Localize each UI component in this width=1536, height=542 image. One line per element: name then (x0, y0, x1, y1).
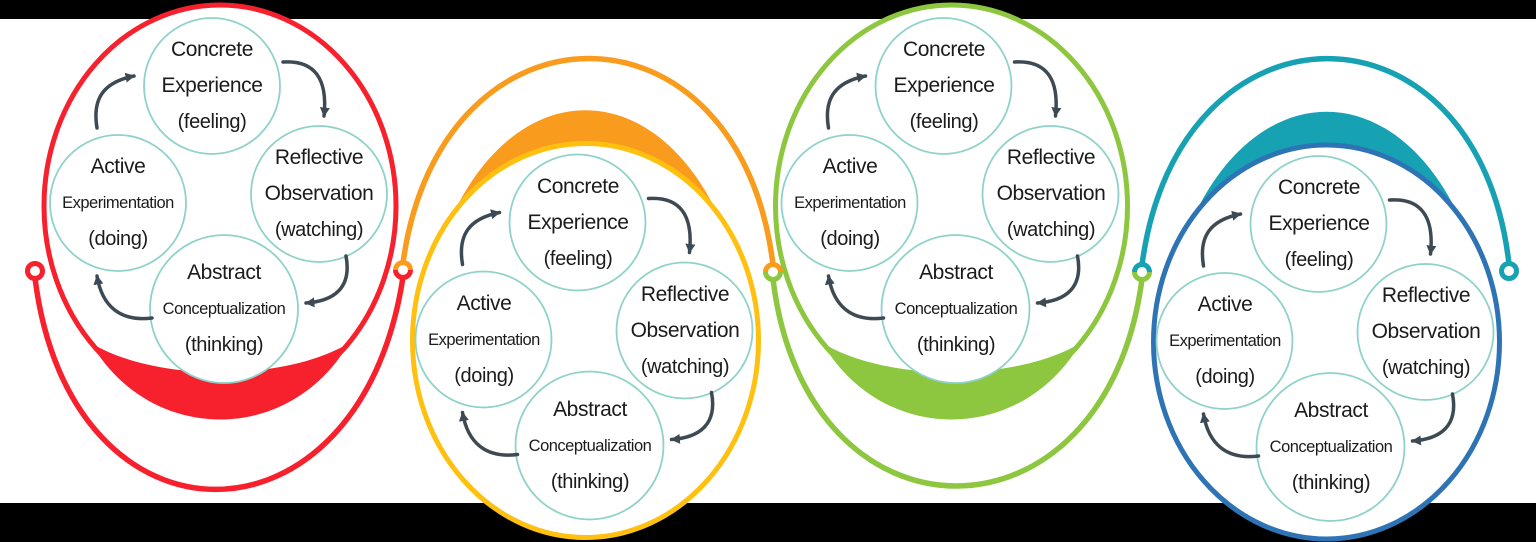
connector-ring-1 (25, 261, 45, 281)
cycle-2-node-abstract-conceptualization (514, 370, 665, 521)
arrow-ac-to-ae (1199, 412, 1261, 459)
arrow-ro-to-ac (304, 254, 349, 308)
letterbox-bar-top (0, 0, 1536, 19)
cycle-2 (410, 110, 761, 540)
cycle-4-swoosh (1139, 55, 1512, 268)
arrow-ac-to-ae (458, 410, 520, 457)
cycle-1-swoosh (32, 274, 406, 493)
cycle-1-node-concrete-experience (143, 17, 281, 155)
arrow-ce-to-ro (281, 60, 330, 118)
cycle-3-node-active-experimentation (780, 134, 919, 272)
arrow-ro-to-ac (1035, 254, 1081, 308)
cycle-4-crescent (1195, 111, 1458, 213)
arrow-ce-to-ro (646, 196, 696, 255)
cycle-2-node-concrete-experience (508, 153, 647, 292)
cycle-1-node-reflective-observation (250, 125, 388, 263)
cycle-4-node-active-experimentation (1155, 272, 1294, 410)
arrow-ro-to-ac (1410, 392, 1456, 446)
cycle-1 (41, 2, 399, 420)
cycle-3-node-reflective-observation (981, 125, 1120, 263)
arrow-ce-to-ro (1387, 198, 1437, 256)
cycle-2-swoosh (400, 55, 776, 268)
arrow-ac-to-ae (824, 274, 886, 321)
arrow-ae-to-ce (94, 72, 136, 130)
arrow-ae-to-ce (825, 72, 868, 130)
cycle-3-node-concrete-experience (874, 17, 1013, 155)
connector-ring-5 (1499, 261, 1519, 281)
cycle-3-node-abstract-conceptualization (880, 234, 1031, 384)
cycle-1-node-abstract-conceptualization (149, 234, 299, 384)
connector-ring-4 (1132, 262, 1152, 282)
arrow-ae-to-ce (459, 209, 502, 267)
cycle-4-node-reflective-observation (1356, 263, 1495, 401)
connector-ring-3 (763, 262, 783, 282)
arrow-ae-to-ce (1200, 210, 1243, 268)
arrow-ro-to-ac (669, 390, 715, 444)
cycle-2-crescent (454, 110, 717, 212)
cycle-2-node-reflective-observation (615, 261, 754, 400)
arrow-ce-to-ro (1012, 60, 1062, 118)
connector-ring-2 (393, 260, 413, 280)
cycle-1-node-active-experimentation (49, 134, 187, 272)
cycle-4-node-concrete-experience (1249, 155, 1388, 293)
cycle-4 (1151, 111, 1502, 542)
cycle-3-swoosh (770, 276, 1145, 489)
cycle-3 (773, 2, 1130, 420)
cycle-4-node-abstract-conceptualization (1255, 372, 1406, 522)
cycle-2-node-active-experimentation (414, 270, 553, 409)
arrow-ac-to-ae (93, 274, 154, 321)
